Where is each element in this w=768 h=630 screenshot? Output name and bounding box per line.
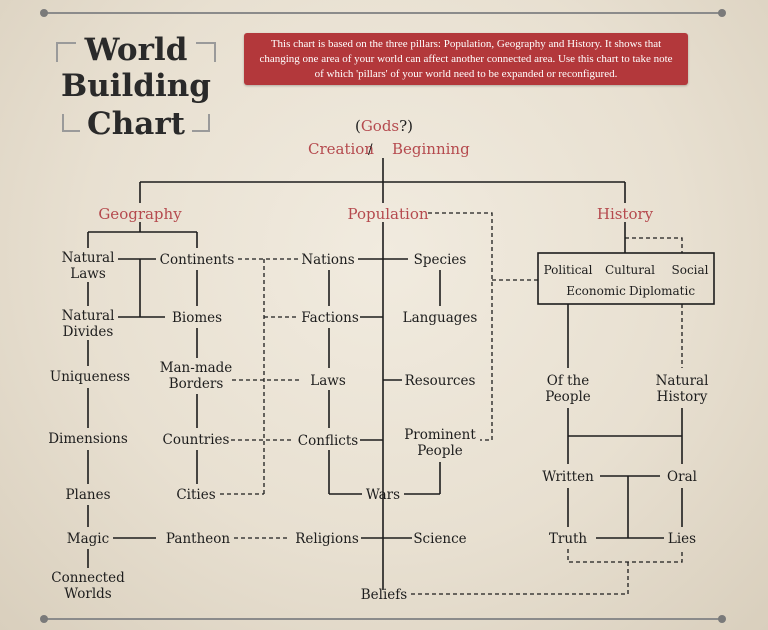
node-natural-divides-line2: Divides [63,324,114,340]
title-line-3: Chart [87,106,185,142]
node-natural-history-line2: History [657,389,708,405]
history-pillar: History [597,205,654,223]
title-frame-top-right [196,42,216,62]
node-natural-laws-line1: Natural [62,250,115,266]
node-dimensions: Dimensions [48,431,128,447]
node-oral: Oral [667,469,697,485]
node-manmade-borders-line1: Man-made [160,360,233,376]
node-continents: Continents [160,252,235,268]
title-frame-bottom-left [62,114,80,132]
title-line-2: Building [61,68,211,104]
node-connected-worlds-line1: Connected [51,570,125,586]
node-truth: Truth [549,531,588,547]
node-planes: Planes [65,487,110,503]
node-conflicts: Conflicts [298,433,358,449]
node-wars: Wars [366,487,400,503]
top-rule [40,9,726,17]
node-natural-history-line1: Natural [656,373,709,389]
box-social: Social [672,263,709,277]
creation-label: Creation [308,140,374,158]
node-of-the-people-line1: Of the [547,373,589,389]
box-economic: Economic [566,284,626,298]
node-science: Science [413,531,466,547]
bottom-rule [40,615,726,623]
population-pillar: Population [347,205,428,223]
node-natural-divides-line1: Natural [62,308,115,324]
node-prominent-people-line1: Prominent [404,427,476,443]
node-laws: Laws [310,373,346,389]
node-manmade-borders-line2: Borders [169,376,224,392]
geography-pillar: Geography [98,205,182,223]
info-note: This chart is based on the three pillars… [244,33,688,85]
slash-label: / [368,142,373,158]
beginning-label: Beginning [392,140,470,158]
node-factions: Factions [301,310,359,326]
node-religions: Religions [295,531,359,547]
node-lies: Lies [668,531,696,547]
title-frame-bottom-right [192,114,210,132]
node-languages: Languages [403,310,478,326]
box-political: Political [544,263,593,277]
gods-label: (Gods?) [355,117,413,135]
box-diplomatic: Diplomatic [629,284,695,298]
node-of-the-people-line2: People [545,389,591,405]
node-countries: Countries [163,432,230,448]
node-resources: Resources [405,373,476,389]
node-cities: Cities [176,487,215,503]
node-beliefs: Beliefs [361,587,408,603]
node-biomes: Biomes [172,310,222,326]
node-uniqueness: Uniqueness [50,369,130,385]
node-written: Written [542,469,594,485]
dashed-connectors [220,212,683,595]
node-pantheon: Pantheon [166,531,230,547]
node-natural-laws-line2: Laws [70,266,106,282]
chart-title: World Building Chart [56,32,216,144]
title-frame-top-left [56,42,76,62]
title-line-1: World [84,32,188,68]
node-magic: Magic [67,531,109,547]
box-cultural: Cultural [605,263,655,277]
node-nations: Nations [301,252,354,268]
node-species: Species [414,252,467,268]
node-connected-worlds-line2: Worlds [64,586,112,602]
node-prominent-people-line2: People [417,443,463,459]
